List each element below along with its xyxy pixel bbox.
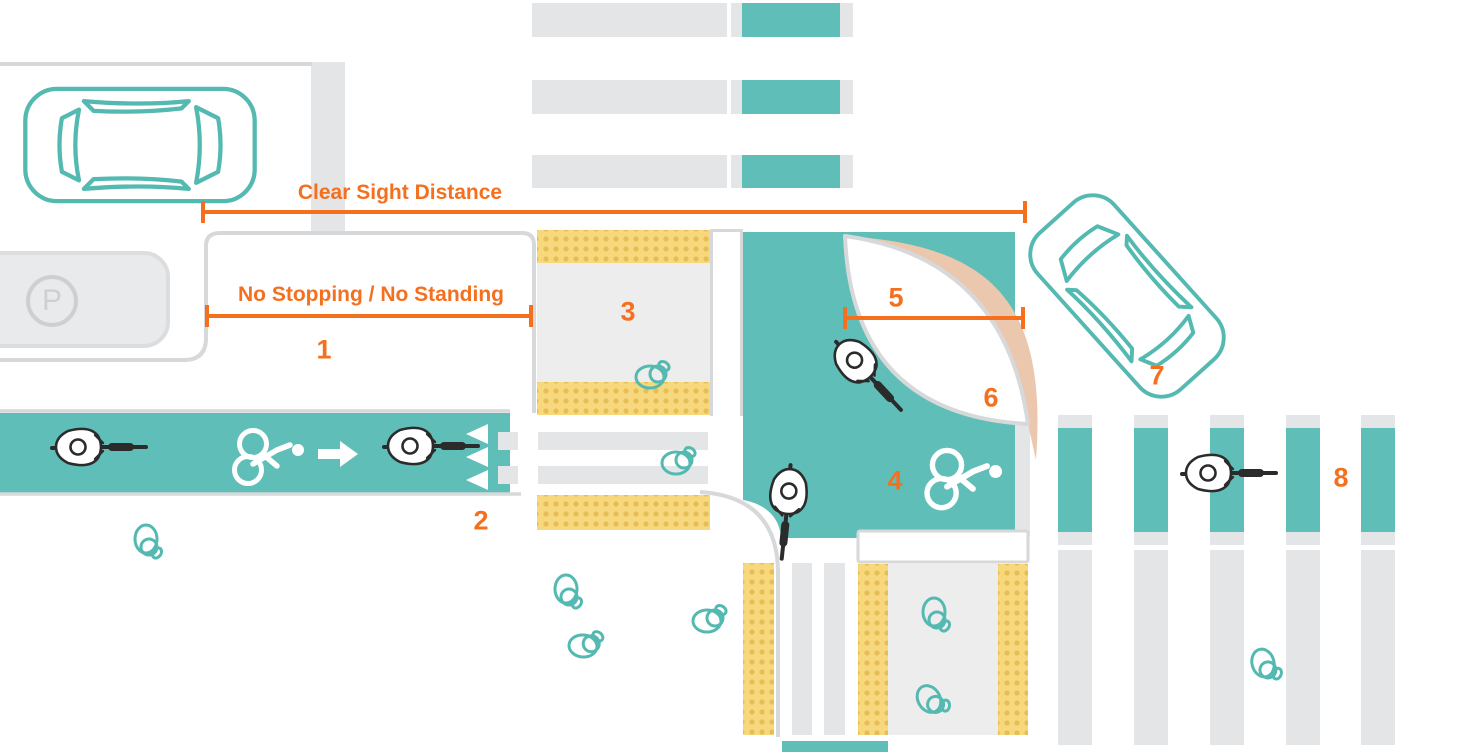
crosswalk-bar: [1361, 550, 1395, 745]
cyclist-icon: [52, 429, 146, 465]
pedestrian-icon: [660, 444, 699, 476]
cyclist-icon: [384, 428, 478, 464]
bike-crossing-bar: [1286, 428, 1320, 532]
crosswalk-bar: [532, 80, 727, 114]
crosswalk-bar: [1134, 550, 1168, 745]
callout-1: 1: [316, 334, 332, 365]
pedestrian-icon: [910, 676, 956, 725]
island-nose: [856, 529, 1030, 564]
tactile-paving: [998, 564, 1028, 735]
dimension-setback: [843, 307, 1025, 329]
pedestrian-icon: [133, 523, 165, 562]
parking-icon: P: [26, 275, 78, 327]
crosswalk-bar: [1286, 550, 1320, 745]
no-stopping-label: No Stopping / No Standing: [238, 283, 504, 306]
pedestrian-icon: [566, 625, 607, 661]
tactile-paving: [858, 564, 888, 735]
crosswalk-bar: [1058, 550, 1092, 745]
crosswalk-bar: [1286, 415, 1320, 545]
crosswalk-bar: [1058, 415, 1092, 545]
curb-line-bulb: [0, 231, 536, 413]
crosswalk-bar: [532, 155, 727, 188]
pedestrian-icon: [553, 573, 585, 612]
clear-sight-distance-label: Clear Sight Distance: [297, 181, 503, 204]
bike-lane-edge: [0, 409, 521, 496]
crosswalk-bar: [498, 466, 518, 484]
yield-triangle-icon: [466, 424, 488, 490]
bike-crossing-bar: [1058, 428, 1092, 532]
dimension-clear-sight-distance: [201, 201, 1027, 223]
pedestrian-island: [537, 263, 710, 382]
bike-crossing-bar: [1134, 428, 1168, 532]
callout-3: 3: [620, 296, 636, 327]
pedestrian-icon: [1247, 643, 1287, 688]
pedestrian-icon: [921, 596, 953, 635]
callout-7: 7: [1149, 360, 1165, 391]
pedestrian-icon: [634, 358, 673, 390]
tactile-paving: [537, 230, 710, 263]
car-icon: [1016, 181, 1238, 411]
driveway-curb-band: [311, 62, 345, 232]
crosswalk-bar: [1134, 415, 1168, 545]
corner-island: [843, 234, 1030, 426]
callout-5: 5: [888, 282, 904, 313]
bike-crossing-bar: [1361, 428, 1395, 532]
crosswalk-bar: [538, 432, 708, 450]
tactile-paving: [537, 495, 710, 530]
tactile-paving: [537, 382, 710, 415]
crosswalk-bar: [824, 563, 845, 735]
crosswalk-bar: [1210, 550, 1244, 745]
dimension-no-stopping: [205, 305, 533, 327]
crosswalk-bar: [532, 3, 727, 37]
bike-crossing-bar: [742, 155, 840, 188]
callout-6: 6: [983, 382, 999, 413]
curb-corner-arc: [699, 490, 780, 737]
cyclist-icon: [1182, 455, 1276, 491]
callout-4: 4: [887, 465, 903, 496]
bike-symbol-marking: [235, 431, 305, 484]
tactile-paving: [743, 563, 774, 735]
pedestrian-icon: [691, 602, 730, 634]
crosswalk-bar: [792, 563, 812, 735]
arrow-marking: [318, 441, 358, 467]
car-icon: [25, 89, 254, 201]
bike-lane-south: [782, 741, 888, 752]
callout-8: 8: [1333, 462, 1349, 493]
corner-island-buffer: [845, 236, 1038, 460]
curb-strip: [1015, 420, 1030, 537]
bike-crossing-bar: [742, 3, 840, 37]
callout-2: 2: [473, 505, 489, 536]
crosswalk-bar: [1361, 415, 1395, 545]
crosswalk-bar: [498, 432, 518, 450]
island-curb-strip: [710, 229, 743, 416]
bike-crossing-bar: [742, 80, 840, 114]
